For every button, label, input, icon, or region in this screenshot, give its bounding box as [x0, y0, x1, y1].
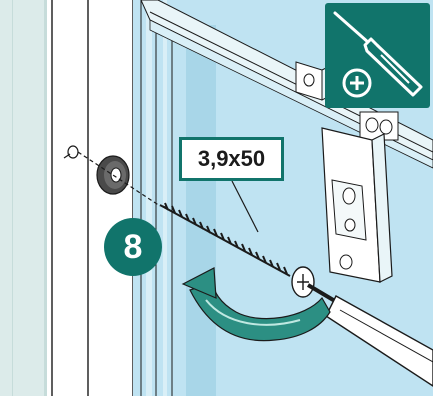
door-profile: [47, 0, 133, 396]
tool-badge: [325, 3, 430, 108]
screw-size-label: 3,9x50: [179, 137, 284, 181]
glass-reflection: [186, 25, 216, 396]
wall-panel: [0, 0, 46, 396]
rail-rollers: [360, 112, 398, 140]
hanging-bracket: [322, 128, 392, 282]
step-number-badge: 8: [104, 218, 162, 276]
washer: [97, 156, 129, 194]
plus-circle-icon: [344, 70, 370, 96]
